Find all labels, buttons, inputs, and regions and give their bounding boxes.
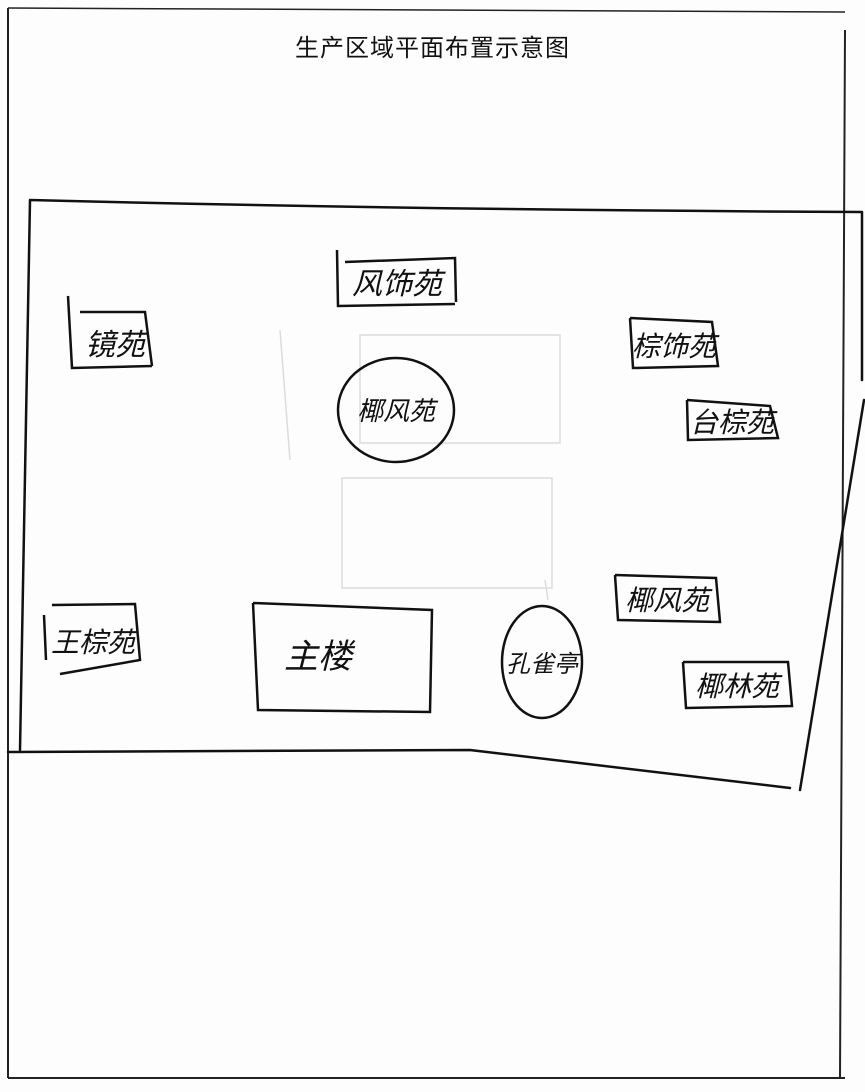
node-label: 椰林苑 — [695, 670, 783, 703]
node-feng-shi-yuan: 风饰苑 — [335, 249, 458, 308]
node-ye-feng-yuan-2: 椰风苑 — [613, 573, 722, 624]
page-frame — [7, 8, 846, 1079]
page-top-edge — [7, 7, 846, 13]
node-ye-lin-yuan: 椰林苑 — [681, 660, 794, 710]
node-label: 椰风苑 — [357, 397, 439, 427]
node-ye-feng-yuan: 椰风苑 — [336, 356, 456, 464]
node-jing-yuan: 镜苑 — [66, 295, 154, 370]
node-wang-zong-yuan: 王棕苑 — [42, 602, 142, 676]
node-label: 椰风苑 — [625, 584, 713, 617]
node-zong-shi-yuan: 棕饰苑 — [628, 316, 720, 370]
node-label: 台棕苑 — [690, 406, 778, 439]
node-label: 主楼 — [284, 637, 356, 677]
site-boundary — [6, 198, 865, 792]
node-kong-que-ting: 孔雀亭 — [500, 604, 584, 720]
node-label: 风饰苑 — [352, 267, 446, 302]
node-label: 孔雀亭 — [506, 650, 582, 678]
page-title: 生产区域平面布置示意图 — [295, 34, 570, 62]
node-main-building: 主楼 — [251, 601, 434, 714]
node-label: 镜苑 — [85, 328, 149, 363]
node-tai-zong-yuan: 台棕苑 — [685, 398, 780, 442]
faint-bleed-marks — [279, 329, 561, 601]
node-label: 王棕苑 — [51, 626, 139, 659]
node-label: 棕饰苑 — [632, 330, 720, 363]
